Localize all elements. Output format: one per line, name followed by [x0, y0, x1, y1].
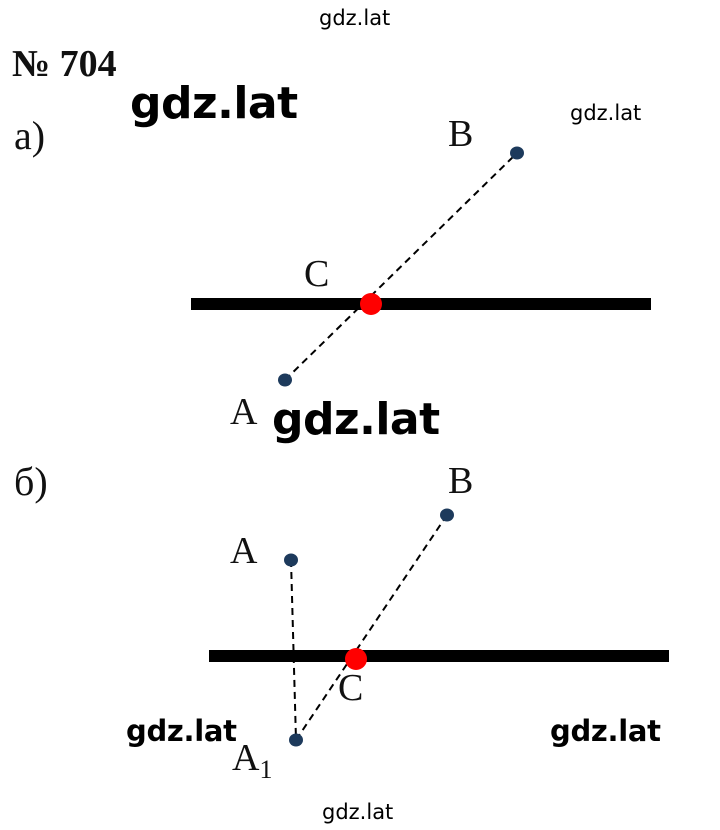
part-b-segment-aa1 — [290, 559, 297, 741]
part-a-label-a: A — [230, 391, 258, 433]
part-label-b: б) — [14, 459, 48, 504]
watermark-bottom: gdz.lat — [322, 800, 394, 824]
part-b-label-a1-base: A — [232, 737, 260, 779]
part-a-point-b — [510, 146, 524, 160]
part-b-segment-a1b — [295, 514, 448, 741]
part-a-point-c — [360, 293, 382, 315]
part-b-point-a1 — [289, 733, 303, 747]
part-b-figure: B A C A1 — [209, 460, 669, 784]
watermark-top: gdz.lat — [319, 6, 391, 30]
part-a-figure: B C A — [191, 113, 651, 433]
part-b-point-b — [440, 508, 454, 522]
part-a-label-b: B — [448, 113, 473, 155]
watermark-large-upper: gdz.lat — [130, 78, 298, 129]
watermark-large-middle: gdz.lat — [272, 394, 440, 445]
part-b-label-a1: A1 — [232, 737, 272, 784]
part-b-point-c — [345, 648, 367, 670]
part-a-segment-ab — [284, 152, 518, 381]
part-b-label-c: C — [338, 667, 363, 709]
part-label-a: а) — [14, 113, 46, 158]
part-a-point-a — [278, 373, 292, 387]
problem-number: № 704 — [12, 43, 117, 85]
part-b-label-b: B — [448, 460, 473, 502]
watermark-right-lower: gdz.lat — [550, 714, 661, 748]
part-a-label-c: C — [304, 253, 329, 295]
watermark-left-lower: gdz.lat — [126, 714, 237, 748]
part-b-label-a: A — [230, 530, 258, 572]
part-b-label-a1-subscript: 1 — [259, 755, 272, 784]
part-b-point-a — [284, 553, 298, 567]
watermark-right-upper: gdz.lat — [570, 101, 642, 125]
